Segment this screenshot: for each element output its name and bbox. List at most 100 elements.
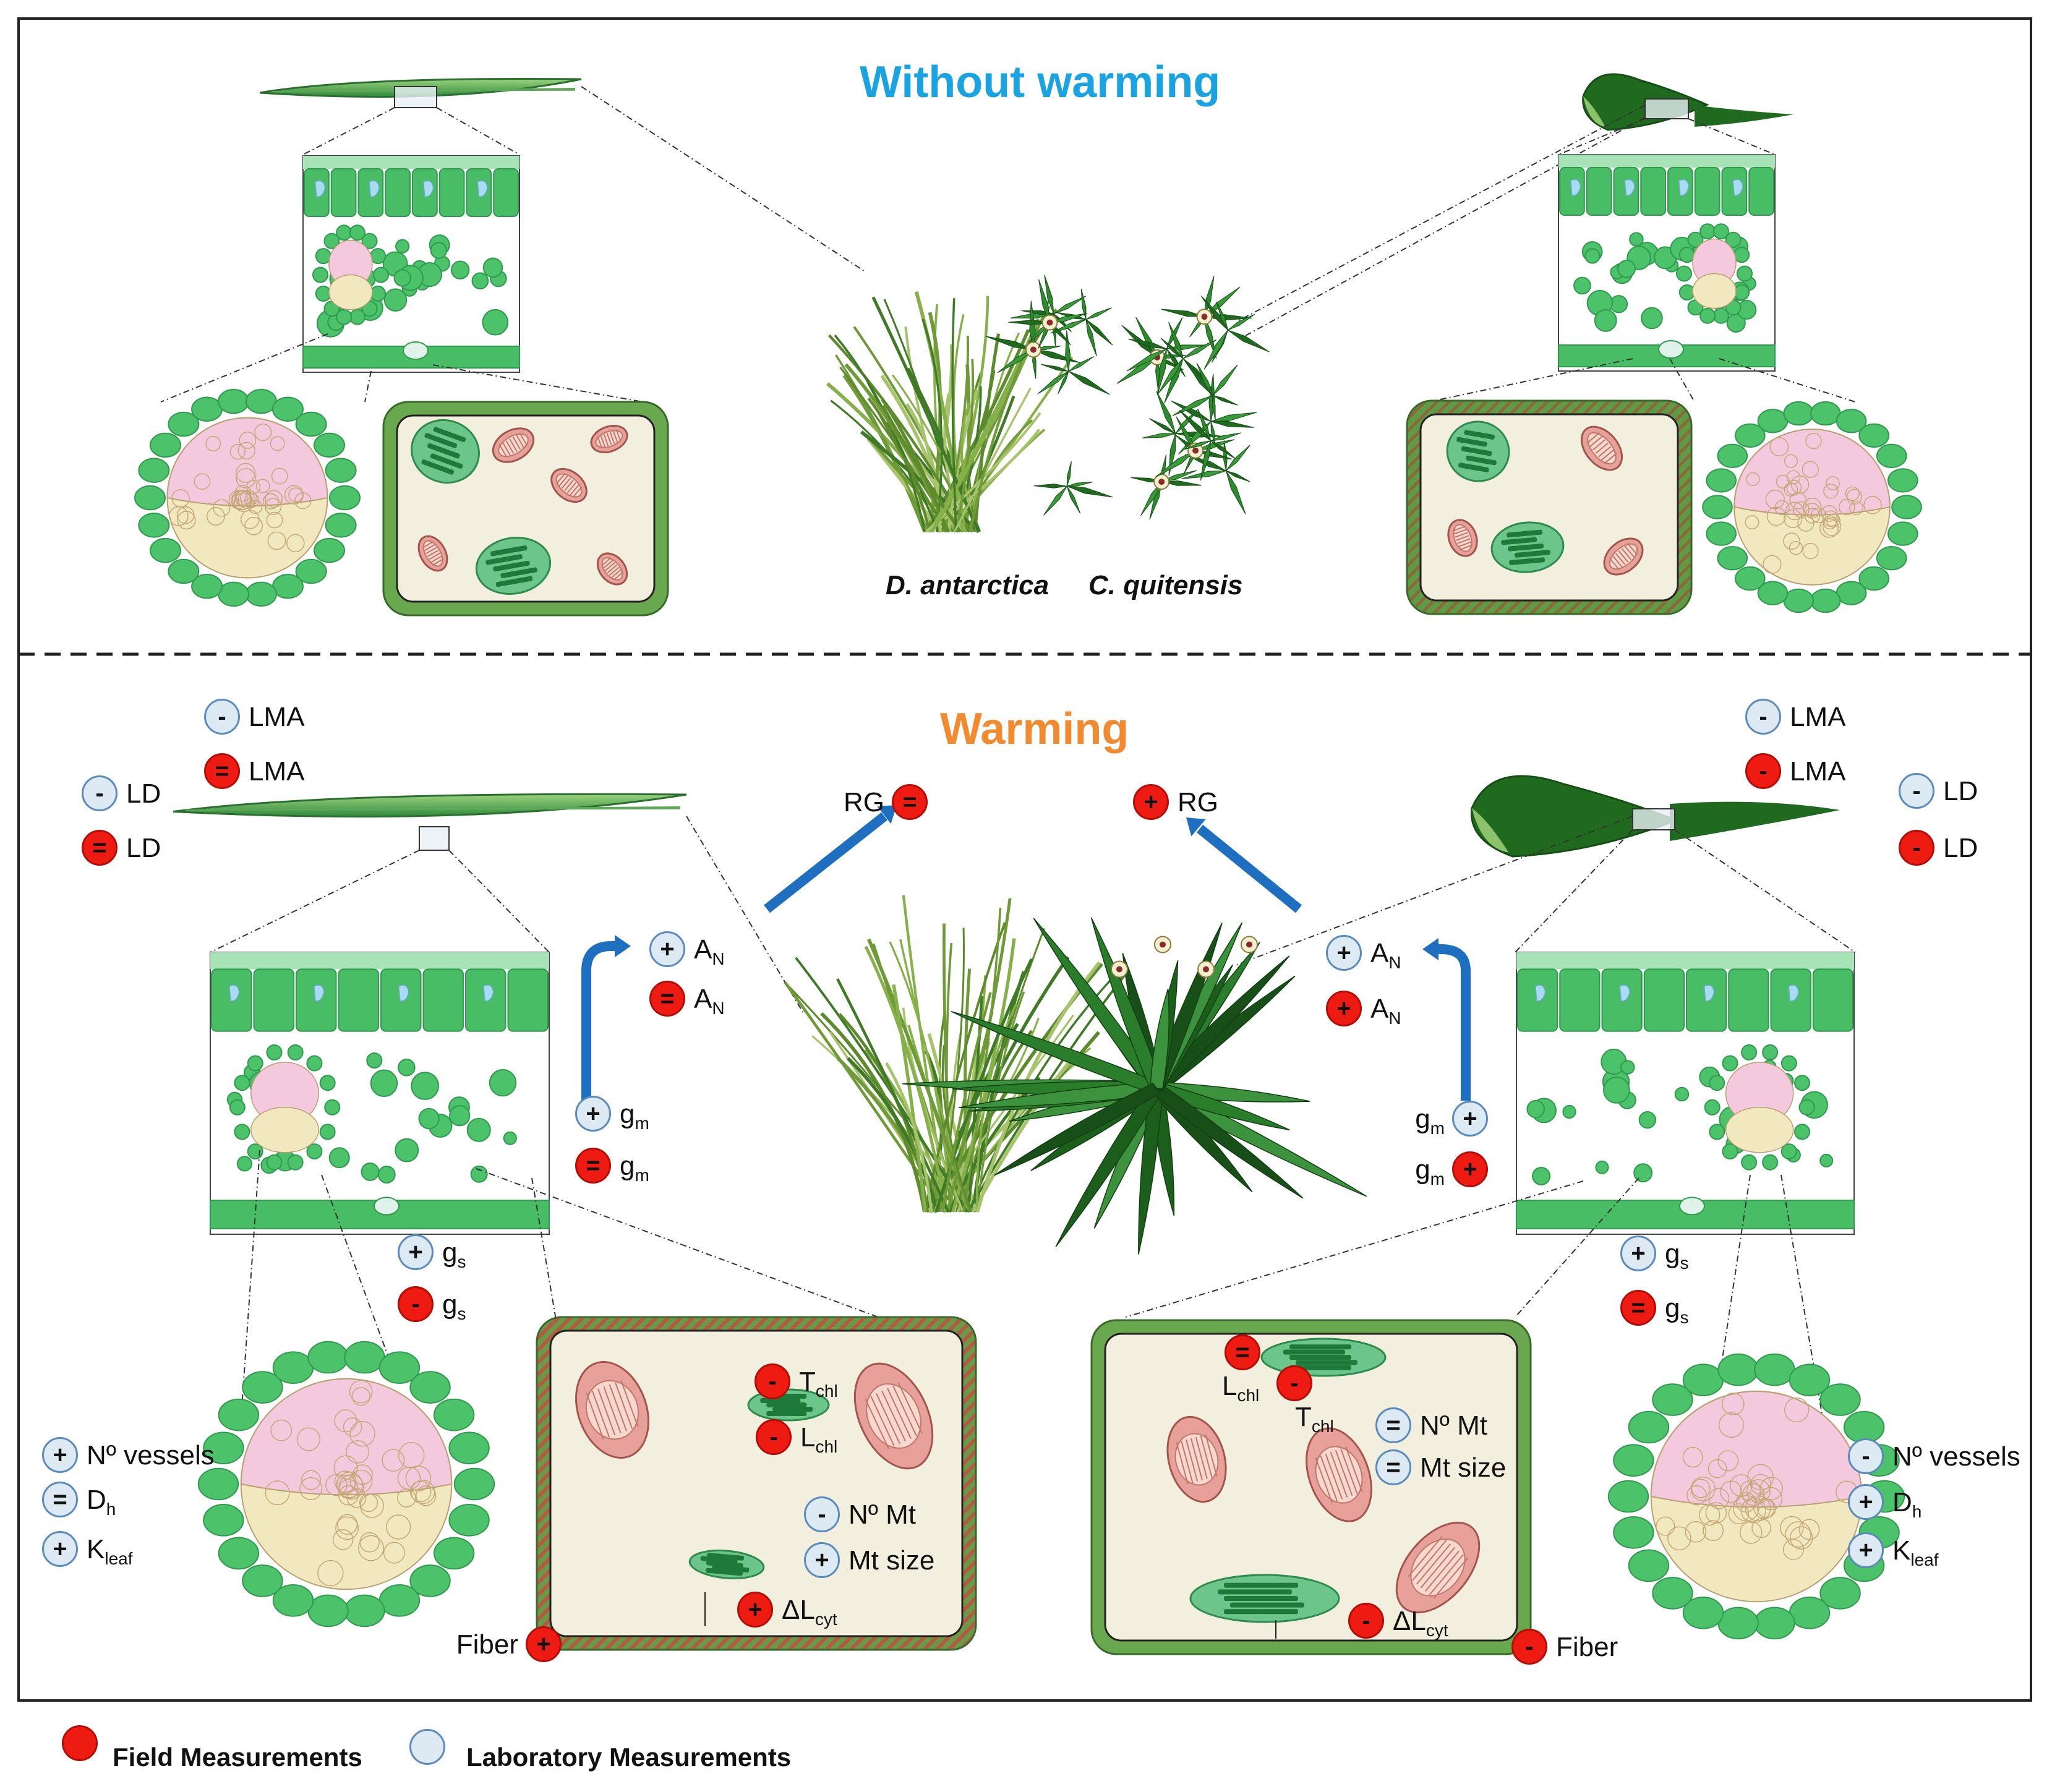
- dlcyt-field-left-badge: +: [737, 1592, 773, 1628]
- nmt-lab-right-text: Nº Mt: [1420, 1410, 1487, 1441]
- an-lab-left-label: AN: [694, 936, 725, 968]
- gm-lab-left-text: g: [620, 1099, 635, 1129]
- gs-field-left-text: g: [442, 1289, 458, 1320]
- zoom-line-tr-plant: [1236, 105, 1646, 322]
- zoom-line-bl-4: [321, 1174, 390, 1361]
- dlcyt-field-left-sign: +: [748, 1596, 763, 1623]
- grass-leaf-bottom-vein: [185, 808, 681, 811]
- rg-field-left-sign: =: [902, 788, 917, 816]
- an-field-right-subscript: N: [1388, 1008, 1401, 1028]
- dynamic-art-layer: [134, 73, 1922, 1655]
- gs-field-left-subscript: s: [457, 1303, 466, 1323]
- zoom-line-tr-plant-2: [1242, 117, 1646, 338]
- an-lab-right-badge: +: [1326, 935, 1362, 971]
- dlcyt-field-right-label: ΔLcyt: [1393, 1608, 1448, 1639]
- zoom-line-tr-3: [1428, 358, 1633, 403]
- legend-field-icon: [62, 1725, 98, 1761]
- zoom-line-br-plant: [1236, 816, 1633, 965]
- gs-field-right-badge: =: [1620, 1290, 1656, 1326]
- kleaf-lab-left-sign: +: [53, 1535, 67, 1563]
- mtsize-lab-right-label: Mt size: [1420, 1454, 1506, 1482]
- vessels-lab-left-sign: +: [53, 1441, 67, 1469]
- an-lab-right-text: A: [1370, 938, 1389, 968]
- gs-lab-right-text: g: [1665, 1239, 1680, 1269]
- kleaf-lab-right-subscript: leaf: [1910, 1550, 1939, 1569]
- lchl-field-right-label: Lchl: [1222, 1373, 1259, 1404]
- an-field-right-label: AN: [1370, 996, 1401, 1027]
- mtsize-lab-right-sign: =: [1386, 1454, 1401, 1481]
- rg-field-left-text: RG: [844, 787, 884, 817]
- gm-lab-right-badge: +: [1452, 1101, 1488, 1137]
- an-lab-left-sign: +: [660, 936, 675, 963]
- vessels-lab-left-label: Nº vessels: [87, 1442, 215, 1469]
- rg-field-right-label: RG: [1178, 789, 1218, 816]
- chloroplast-top-right-2: [1490, 521, 1565, 573]
- rg-field-right-sign: +: [1144, 788, 1158, 816]
- mitochondrion-bottom-right-2: [1306, 1427, 1372, 1522]
- cross-section-bottom-left: [210, 952, 550, 1235]
- arrow-right-an: [1438, 944, 1471, 1101]
- cross-section-bottom-right: [1516, 952, 1855, 1235]
- nmt-lab-right-badge: =: [1375, 1407, 1411, 1443]
- tchl-field-left-label: Tchl: [799, 1368, 838, 1400]
- gm-field-left-subscript: m: [635, 1165, 649, 1185]
- mitochondrion-top-right-1: [1580, 425, 1623, 471]
- mitochondrion-bottom-right-1: [1166, 1415, 1227, 1503]
- organelle-cell-top-right: [1406, 399, 1693, 615]
- arrow-left-rg: [764, 812, 887, 913]
- zoom-line-tr-4: [1669, 358, 1695, 403]
- vessels-lab-right-text: Nº vessels: [1892, 1441, 2020, 1472]
- outer-frame: [17, 17, 2032, 1702]
- vessels-lab-right-sign: -: [1862, 1443, 1870, 1470]
- gs-lab-left-label: gs: [442, 1239, 466, 1271]
- cross-section-top-right: [1558, 154, 1776, 372]
- broad-leaf-top-tip: [1583, 96, 1605, 127]
- mitochondrion-top-left-4: [596, 552, 628, 586]
- nmt-lab-left-badge: -: [804, 1496, 840, 1532]
- ld-lab-left-sign: -: [95, 780, 104, 807]
- ld-field-left-badge: =: [82, 830, 118, 866]
- gs-field-left-badge: -: [398, 1286, 434, 1322]
- gs-field-right-subscript: s: [1680, 1307, 1689, 1327]
- gm-field-right-text: g: [1415, 1154, 1430, 1185]
- kleaf-lab-right-sign: +: [1858, 1537, 1873, 1564]
- gs-field-left-label: gs: [442, 1291, 466, 1323]
- nmt-lab-left-sign: -: [818, 1501, 826, 1528]
- kleaf-lab-left-text: K: [87, 1534, 105, 1564]
- gm-lab-left-badge: +: [575, 1096, 611, 1132]
- lchl-field-right-badge: =: [1225, 1334, 1260, 1370]
- chloroplast-bottom-right-1: [1260, 1338, 1387, 1377]
- dlcyt-field-right-badge: -: [1348, 1603, 1384, 1639]
- bundle-bottom-right: [1607, 1353, 1905, 1640]
- kleaf-lab-right-badge: +: [1848, 1532, 1884, 1568]
- grass-tuft-bottom: [784, 895, 1131, 1214]
- gm-lab-left-subscript: m: [635, 1113, 649, 1133]
- zoom-line-tl-1: [302, 107, 395, 155]
- tchl-field-left-text: T: [799, 1367, 816, 1397]
- lma-lab-right-text: LMA: [1790, 702, 1846, 732]
- vessels-lab-right-badge: -: [1848, 1438, 1884, 1474]
- gs-field-right-sign: =: [1631, 1294, 1646, 1321]
- ld-lab-left-label: LD: [126, 780, 161, 808]
- mitochondrion-bottom-right-3: [1395, 1521, 1481, 1614]
- gm-field-right-label: gm: [1415, 1156, 1445, 1188]
- zoom-box-bottom-right: [1632, 808, 1675, 830]
- species-label-d-antarctica: D. antarctica: [886, 570, 1050, 600]
- broad-leaf-bottom-tip: [1472, 808, 1509, 853]
- ld-lab-right-sign: -: [1912, 777, 1921, 804]
- vessels-lab-right-label: Nº vessels: [1892, 1443, 2020, 1470]
- zoom-line-tl-4: [364, 370, 372, 403]
- gm-lab-right-text: g: [1415, 1104, 1430, 1134]
- gm-field-right-badge: +: [1452, 1151, 1488, 1187]
- zoom-line-br-1: [1515, 829, 1633, 953]
- dh-lab-right-subscript: h: [1912, 1501, 1922, 1521]
- gs-lab-left-subscript: s: [457, 1252, 466, 1271]
- species-label-c-quitensis: C. quitensis: [1088, 570, 1243, 600]
- lma-lab-right-badge: -: [1745, 699, 1781, 735]
- tchl-field-left-badge: -: [755, 1363, 790, 1399]
- dh-lab-right-sign: +: [1858, 1488, 1873, 1516]
- lma-field-right-label: LMA: [1790, 758, 1845, 785]
- mitochondrion-top-left-5: [590, 425, 628, 453]
- mitochondrion-bottom-left-1: [575, 1361, 649, 1459]
